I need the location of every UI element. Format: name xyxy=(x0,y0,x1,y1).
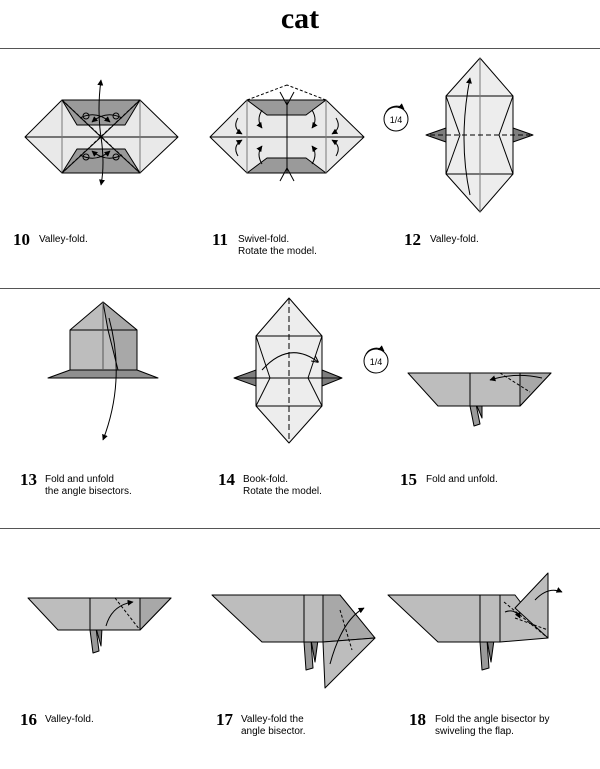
rotate-icon: 1/4 xyxy=(363,345,389,374)
step-instruction: Book-fold. xyxy=(243,474,289,485)
step-instruction-2: swiveling the flap. xyxy=(435,726,514,737)
diagram-step-14 xyxy=(233,297,343,444)
diagram-step-13 xyxy=(47,301,159,441)
step-number: 16 xyxy=(20,710,37,729)
step-instruction: Valley-fold. xyxy=(45,714,94,725)
step-instruction: Fold and unfold xyxy=(45,474,114,485)
diagram-step-17 xyxy=(211,594,376,689)
step-number: 12 xyxy=(404,230,421,249)
step-number: 10 xyxy=(13,230,30,249)
step-instruction: Valley-fold the xyxy=(241,714,304,725)
diagram-step-16 xyxy=(27,597,172,654)
step-instruction: Fold the angle bisector by xyxy=(435,714,550,725)
step-number: 18 xyxy=(409,710,426,729)
diagram-step-11 xyxy=(209,84,365,182)
step-number: 17 xyxy=(216,710,233,729)
step-instruction-2: Rotate the model. xyxy=(243,486,322,497)
step-instruction-2: Rotate the model. xyxy=(238,246,317,257)
divider-top xyxy=(0,48,600,49)
step-number: 15 xyxy=(400,470,417,489)
diagram-step-15 xyxy=(407,372,552,427)
step-instruction-2: angle bisector. xyxy=(241,726,306,737)
step-instruction: Swivel-fold. xyxy=(238,234,290,245)
rotate-label: 1/4 xyxy=(370,357,383,367)
step-number: 14 xyxy=(218,470,235,489)
page-title: cat xyxy=(280,2,320,35)
diagram-step-10 xyxy=(24,79,179,186)
rotate-label: 1/4 xyxy=(390,115,403,125)
step-instruction-2: the angle bisectors. xyxy=(45,486,132,497)
step-number: 13 xyxy=(20,470,37,489)
divider-row1 xyxy=(0,288,600,289)
step-number: 11 xyxy=(212,230,229,249)
diagram-step-12 xyxy=(425,57,534,213)
diagram-step-18 xyxy=(387,572,563,671)
step-instruction: Valley-fold. xyxy=(39,234,88,245)
rotate-icon: 1/4 xyxy=(383,103,409,132)
step-instruction: Valley-fold. xyxy=(430,234,479,245)
divider-row2 xyxy=(0,528,600,529)
step-instruction: Fold and unfold. xyxy=(426,474,498,485)
